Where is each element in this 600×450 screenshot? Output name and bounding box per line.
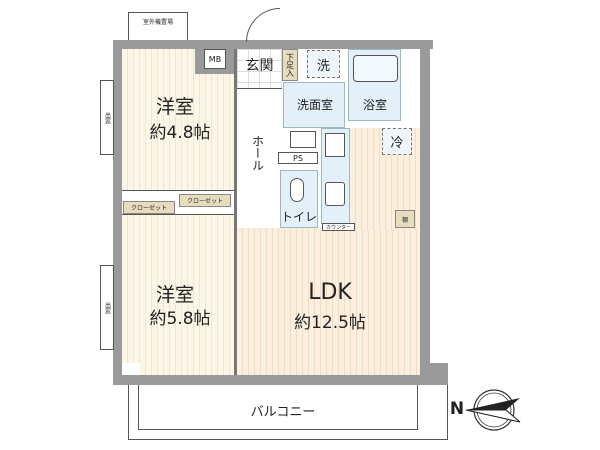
north-label: N xyxy=(449,399,465,419)
room-western-2-notch xyxy=(140,362,234,375)
shoe-storage-label: 下足入 xyxy=(285,53,295,77)
bay-window-1: 出窓 xyxy=(100,80,114,155)
room-ldk-name: LDK xyxy=(308,280,352,305)
wall-right xyxy=(420,40,430,385)
pipe-space: PS xyxy=(278,152,318,164)
wall-left xyxy=(113,40,122,385)
room-western-1-size: 約4.8帖 xyxy=(149,123,211,143)
fridge-label: 冷 xyxy=(390,136,404,151)
closet-1-label: クローゼット xyxy=(130,205,167,212)
room-western-1-name: 洋室 xyxy=(155,96,194,118)
washer-space: 洗 xyxy=(307,50,340,78)
mb-label: MB xyxy=(208,54,222,64)
entrance-label: 玄関 xyxy=(245,58,274,74)
meter-box: MB xyxy=(204,49,226,69)
room-ldk xyxy=(237,228,420,375)
bathtub xyxy=(353,55,398,82)
balcony xyxy=(128,385,448,440)
bay-window-1-label: 出窓 xyxy=(103,111,111,124)
room-western-2-size: 約5.8帖 xyxy=(149,309,211,329)
closet-2-label: クローゼット xyxy=(186,198,223,205)
bay-window-2: 出窓 xyxy=(100,265,114,350)
bathroom-label: 浴室 xyxy=(362,98,387,112)
toilet-label: トイレ xyxy=(280,210,317,224)
shelf: 棚 xyxy=(395,210,415,228)
compass-icon xyxy=(465,389,521,431)
balcony-label: バルコニー xyxy=(250,405,316,420)
outdoor-unit-label: 室外機置場 xyxy=(142,19,173,26)
closet-1[interactable]: クローゼット xyxy=(123,201,175,214)
fridge-space: 冷 xyxy=(382,128,412,155)
counter: カウンター xyxy=(322,223,355,231)
entrance-door[interactable] xyxy=(246,8,280,42)
wall-corner xyxy=(430,363,448,385)
wall-top xyxy=(113,40,433,49)
balcony-inner xyxy=(138,385,418,430)
washroom xyxy=(283,82,345,128)
stove-icon xyxy=(325,133,345,157)
washroom-label: 洗面室 xyxy=(296,98,333,112)
ps-label: PS xyxy=(293,153,303,163)
entrance xyxy=(237,49,282,89)
partition-wall xyxy=(234,49,237,375)
kitchen-sink-icon xyxy=(325,182,345,206)
room-ldk-size: 約12.5帖 xyxy=(294,313,366,333)
toilet-icon xyxy=(290,178,304,202)
washer-label: 洗 xyxy=(316,58,330,74)
outdoor-unit-area: 室外機置場 xyxy=(128,12,188,42)
hall-label: ホール xyxy=(250,135,265,171)
room-western-2-name: 洋室 xyxy=(155,284,194,306)
shoe-storage: 下足入 xyxy=(282,49,298,81)
wash-basin-icon xyxy=(290,131,316,148)
shelf-label: 棚 xyxy=(401,216,408,224)
wall-bottom xyxy=(113,375,448,385)
closet-2[interactable]: クローゼット xyxy=(179,194,231,207)
bay-window-2-label: 出窓 xyxy=(103,301,111,314)
counter-label: カウンター xyxy=(325,224,351,231)
room-western-2 xyxy=(122,215,234,363)
